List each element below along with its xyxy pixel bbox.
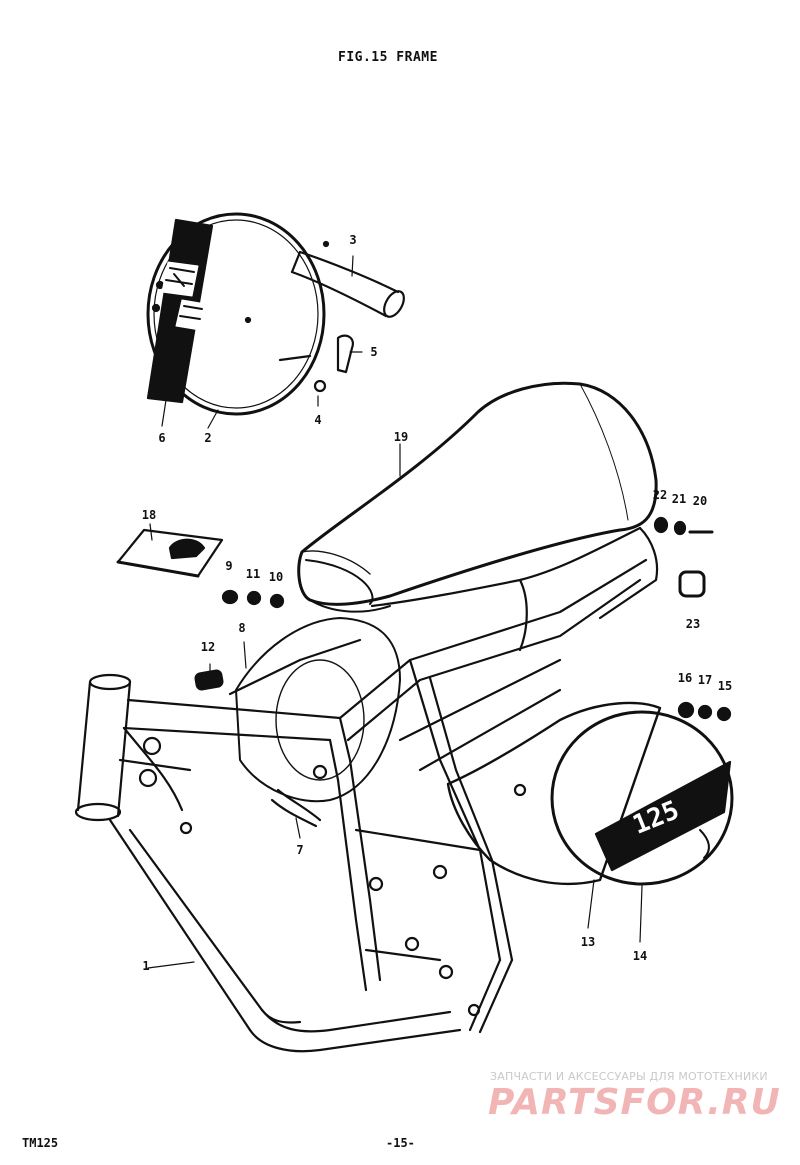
part-label-9: 9 <box>225 559 233 573</box>
side-cover <box>446 701 662 886</box>
number-plate-decal <box>146 218 214 404</box>
part-label-8: 8 <box>238 621 246 635</box>
leader-lines <box>147 255 643 969</box>
part-label-19: 19 <box>393 430 409 444</box>
part-label-4: 4 <box>314 413 322 427</box>
part-label-23: 23 <box>685 617 701 631</box>
part-label-7: 7 <box>296 843 304 857</box>
part-label-18: 18 <box>141 508 157 522</box>
decal-pad <box>116 528 224 578</box>
watermark-logo: PARTSFOR.RU <box>488 1082 781 1123</box>
part-label-17: 17 <box>697 673 713 687</box>
figure-title: FIG.15 FRAME <box>338 50 438 65</box>
part-label-5: 5 <box>370 345 378 359</box>
number-plate <box>146 212 330 416</box>
watermark-text: ЗАПЧАСТИ И АКСЕССУАРЫ ДЛЯ МОТОТЕХНИКИ <box>490 1070 768 1083</box>
footer-model: TM125 <box>22 1136 59 1150</box>
plate-clip <box>278 334 354 393</box>
part-label-11: 11 <box>245 567 261 581</box>
footer-page-number: -15- <box>386 1136 415 1150</box>
hardware <box>194 516 732 722</box>
part-label-13: 13 <box>580 935 596 949</box>
part-label-6: 6 <box>158 431 166 445</box>
seat <box>297 381 658 613</box>
part-label-22: 22 <box>652 488 668 502</box>
seat-base <box>370 526 659 652</box>
chain-guide <box>270 788 322 828</box>
part-label-14: 14 <box>632 949 648 963</box>
part-label-16: 16 <box>677 671 693 685</box>
part-label-10: 10 <box>268 570 284 584</box>
part-label-3: 3 <box>349 233 357 247</box>
main-frame <box>74 558 648 1053</box>
part-label-1: 1 <box>142 959 150 973</box>
part-label-15: 15 <box>717 679 733 693</box>
plate-bracket <box>290 250 405 318</box>
part-label-2: 2 <box>204 431 212 445</box>
part-label-21: 21 <box>671 492 687 506</box>
part-label-12: 12 <box>200 640 216 654</box>
part-label-20: 20 <box>692 494 708 508</box>
inner-guard <box>228 617 401 803</box>
number-side-plate <box>550 710 734 886</box>
